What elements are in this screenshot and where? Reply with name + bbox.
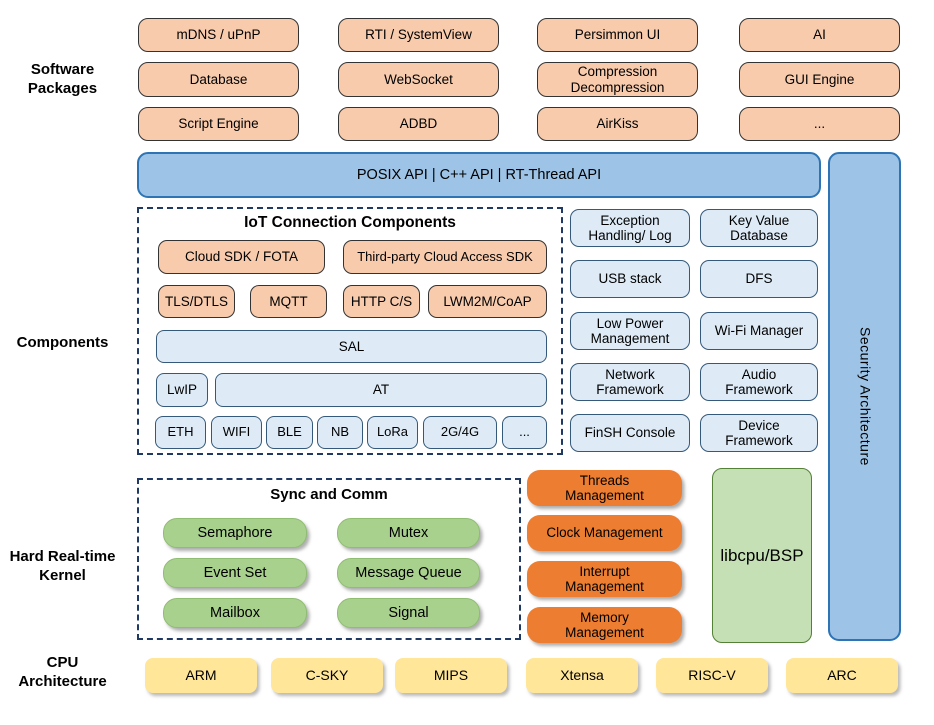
label-cpu-architecture: CPU Architecture	[18, 654, 107, 690]
security-architecture-bar: Security Architecture	[828, 152, 901, 641]
pkg-persimmon-ui: Persimmon UI	[537, 18, 698, 52]
fw-exception-handling-log: Exception Handling/ Log	[570, 209, 690, 247]
api-bar: POSIX API | C++ API | RT-Thread API	[137, 152, 821, 198]
iot-http-cs: HTTP C/S	[343, 285, 420, 318]
pkg-rti-systemview: RTI / SystemView	[338, 18, 499, 52]
fw-finsh-console: FinSH Console	[570, 414, 690, 452]
sync-and-comm-title: Sync and Comm	[270, 486, 388, 503]
fw-wifi-manager: Wi-Fi Manager	[700, 312, 818, 350]
kernel-threads-management: Threads Management	[527, 470, 682, 506]
kernel-mutex: Mutex	[337, 518, 480, 548]
cpu-arc: ARC	[786, 658, 898, 693]
iot-mqtt: MQTT	[250, 285, 327, 318]
label-software-packages: Software Packages	[27, 61, 98, 97]
pkg-ai: AI	[739, 18, 900, 52]
security-architecture-label: Security Architecture	[857, 327, 874, 466]
iot-link-nb: NB	[317, 416, 363, 449]
pkg-mdns-upnp: mDNS / uPnP	[138, 18, 299, 52]
cpu-riscv: RISC-V	[656, 658, 768, 693]
pkg-more: ...	[739, 107, 900, 141]
iot-cloud-sdk-fota: Cloud SDK / FOTA	[158, 240, 325, 274]
iot-link-lora: LoRa	[367, 416, 418, 449]
iot-link-wifi: WIFI	[211, 416, 262, 449]
fw-usb-stack: USB stack	[570, 260, 690, 298]
kernel-mailbox: Mailbox	[163, 598, 307, 628]
iot-lwm2m-coap: LWM2M/CoAP	[428, 285, 547, 318]
iot-connection-components-title: IoT Connection Components	[244, 214, 456, 231]
fw-dfs: DFS	[700, 260, 818, 298]
label-hard-realtime-kernel: Hard Real-time Kernel	[9, 548, 116, 584]
kernel-semaphore: Semaphore	[163, 518, 307, 548]
fw-low-power-management: Low Power Management	[570, 312, 690, 350]
iot-connection-components-group	[137, 207, 563, 455]
iot-third-party-cloud-sdk: Third-party Cloud Access SDK	[343, 240, 547, 274]
cpu-csky: C-SKY	[271, 658, 383, 693]
pkg-database: Database	[138, 62, 299, 97]
fw-audio-framework: Audio Framework	[700, 363, 818, 401]
kernel-signal: Signal	[337, 598, 480, 628]
kernel-libcpu-bsp: libcpu/BSP	[712, 468, 812, 643]
iot-link-more: ...	[502, 416, 547, 449]
fw-device-framework: Device Framework	[700, 414, 818, 452]
pkg-script-engine: Script Engine	[138, 107, 299, 141]
iot-tls-dtls: TLS/DTLS	[158, 285, 235, 318]
fw-key-value-database: Key Value Database	[700, 209, 818, 247]
iot-sal: SAL	[156, 330, 547, 363]
pkg-compression-decompression: Compression Decompression	[537, 62, 698, 97]
kernel-memory-management: Memory Management	[527, 607, 682, 643]
kernel-interrupt-management: Interrupt Management	[527, 561, 682, 597]
pkg-adbd: ADBD	[338, 107, 499, 141]
label-components: Components	[16, 334, 109, 351]
cpu-arm: ARM	[145, 658, 257, 693]
pkg-gui-engine: GUI Engine	[739, 62, 900, 97]
kernel-message-queue: Message Queue	[337, 558, 480, 588]
iot-link-2g4g: 2G/4G	[423, 416, 497, 449]
kernel-clock-management: Clock Management	[527, 515, 682, 551]
pkg-airkiss: AirKiss	[537, 107, 698, 141]
iot-at: AT	[215, 373, 547, 407]
iot-link-ble: BLE	[266, 416, 313, 449]
fw-network-framework: Network Framework	[570, 363, 690, 401]
cpu-xtensa: Xtensa	[526, 658, 638, 693]
kernel-event-set: Event Set	[163, 558, 307, 588]
pkg-websocket: WebSocket	[338, 62, 499, 97]
sync-and-comm-group	[137, 478, 521, 640]
cpu-mips: MIPS	[395, 658, 507, 693]
iot-link-eth: ETH	[155, 416, 206, 449]
iot-lwip: LwIP	[156, 373, 208, 407]
